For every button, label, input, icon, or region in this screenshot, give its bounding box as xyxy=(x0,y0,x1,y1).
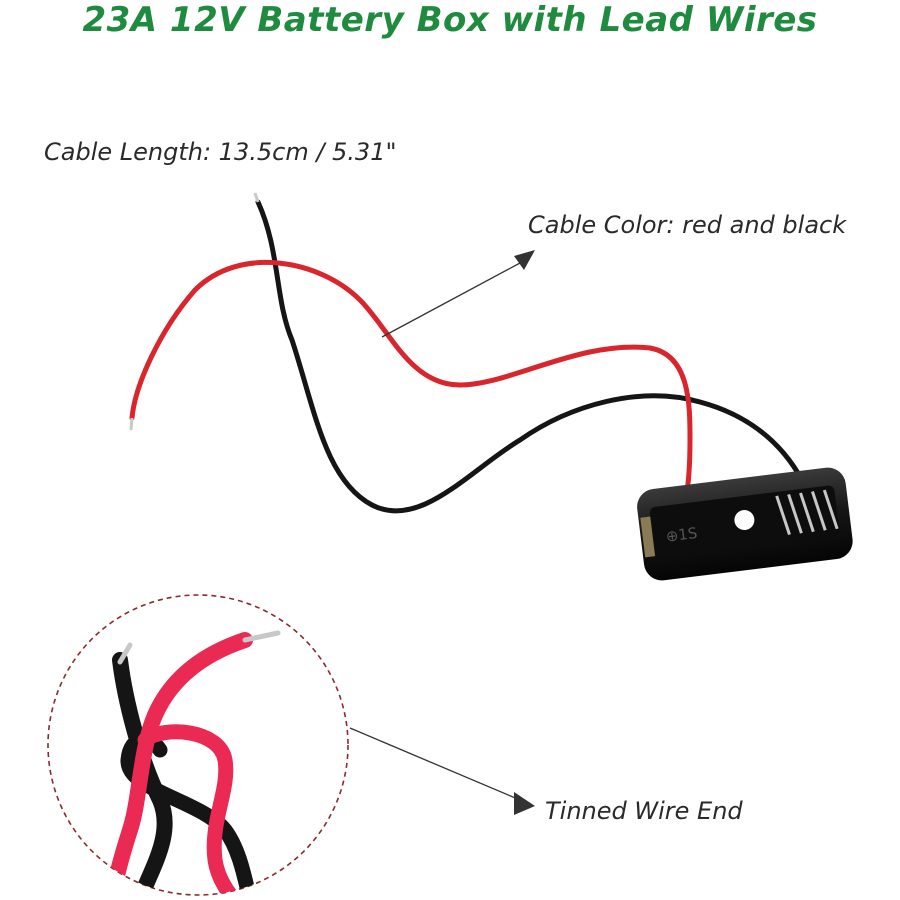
spring-contact xyxy=(775,489,839,536)
zoom-detail-circle xyxy=(47,594,349,896)
svg-text:⊕1S: ⊕1S xyxy=(665,524,699,546)
cable-length-label: Cable Length: 13.5cm / 5.31" xyxy=(44,138,397,166)
red-tinned-tip xyxy=(129,417,134,431)
cable-color-pointer xyxy=(381,250,535,338)
cable-color-label: Cable Color: red and black xyxy=(528,211,847,239)
wire-end-label: Tinned Wire End xyxy=(545,797,743,825)
battery-holder: ⊕1S xyxy=(637,467,853,581)
wire-end-pointer xyxy=(349,727,535,815)
page-title: 23A 12V Battery Box with Lead Wires xyxy=(82,0,818,40)
black-wire xyxy=(255,199,805,514)
black-tinned-tip xyxy=(253,192,260,203)
red-wire xyxy=(129,260,693,503)
